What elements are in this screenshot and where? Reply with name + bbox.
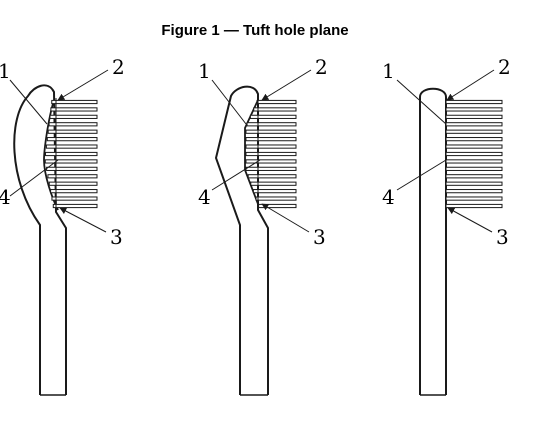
bristle-tuft — [52, 203, 98, 209]
label-3: 3 — [110, 225, 123, 249]
bristle-tuft — [246, 122, 297, 127]
bristle-tuft — [245, 144, 297, 149]
bristle-tuft — [255, 196, 297, 201]
leader-line-3 — [59, 207, 107, 233]
label-2: 2 — [315, 55, 328, 79]
leader-line-2 — [261, 69, 312, 101]
bristle-tufts — [44, 99, 98, 209]
bristle-tuft — [44, 159, 98, 164]
bristle-tuft — [445, 107, 503, 112]
label-1: 1 — [382, 59, 395, 83]
panel-angled-back: 1 2 3 4 — [198, 55, 328, 396]
bristle-tufts — [245, 99, 297, 209]
bristle-tuft — [245, 137, 297, 142]
bristle-tuft — [48, 181, 98, 186]
bristle-tuft — [445, 166, 503, 171]
leader-line-1 — [396, 79, 447, 125]
bristle-tuft — [445, 114, 503, 119]
bristle-tuft — [47, 129, 98, 134]
bristle-tuft — [445, 174, 503, 179]
bristle-tuft — [445, 137, 503, 142]
label-2: 2 — [112, 55, 125, 79]
bristle-tuft — [45, 144, 98, 149]
leader-line-1 — [211, 79, 247, 125]
leader-line-3 — [261, 203, 310, 233]
bristle-tuft — [445, 99, 503, 105]
bristle-tuft — [51, 196, 98, 201]
leader-line-2 — [57, 69, 109, 101]
bristle-tuft — [45, 151, 98, 157]
bristle-tuft — [249, 114, 297, 119]
bristle-tuft — [245, 159, 297, 164]
bristle-tuft — [46, 137, 98, 142]
bristle-tuft — [445, 159, 503, 164]
bristle-tuft — [445, 144, 503, 149]
bristle-tuft — [445, 196, 503, 201]
bristle-tuft — [247, 174, 297, 179]
bristle-tuft — [245, 151, 297, 157]
brush-head-outline — [419, 87, 447, 395]
bristle-tuft — [46, 166, 98, 171]
leader-line-4 — [9, 159, 59, 197]
panel-straight: 1 2 3 4 — [382, 55, 511, 396]
bristle-tuft — [245, 129, 297, 134]
label-3: 3 — [496, 225, 509, 249]
bristle-tuft — [50, 189, 98, 194]
leader-line-4 — [396, 159, 447, 191]
leader-line-4 — [211, 159, 261, 191]
bristle-tuft — [445, 129, 503, 134]
bristle-tuft — [51, 99, 98, 105]
tuft-hole-plane — [244, 99, 259, 205]
bristle-tuft — [445, 203, 503, 209]
bristle-tuft — [250, 181, 297, 186]
bristle-tuft — [252, 189, 297, 194]
bristle-tuft — [253, 107, 297, 112]
bristle-tuft — [445, 151, 503, 157]
panel-curved-back: 1 2 3 4 — [0, 55, 125, 396]
bristle-tuft — [445, 189, 503, 194]
leader-line-3 — [447, 207, 493, 233]
bristle-tuft — [50, 107, 98, 112]
label-4: 4 — [0, 185, 11, 209]
bristle-tuft — [47, 174, 98, 179]
bristle-tuft — [49, 114, 98, 119]
bristle-tuft — [48, 122, 98, 127]
bristle-tuft — [445, 181, 503, 186]
bristle-tuft — [256, 99, 297, 105]
label-1: 1 — [198, 59, 211, 83]
label-3: 3 — [313, 225, 326, 249]
bristle-tuft — [258, 203, 297, 209]
leader-line-2 — [446, 69, 495, 101]
figure-title: Figure 1 — Tuft hole plane — [161, 22, 349, 39]
bristle-tufts — [445, 99, 503, 209]
bristle-tuft — [445, 122, 503, 127]
label-1: 1 — [0, 59, 11, 83]
bristle-tuft — [245, 166, 297, 171]
label-4: 4 — [382, 185, 395, 209]
label-4: 4 — [198, 185, 211, 209]
leader-line-1 — [9, 79, 48, 125]
label-2: 2 — [498, 55, 511, 79]
